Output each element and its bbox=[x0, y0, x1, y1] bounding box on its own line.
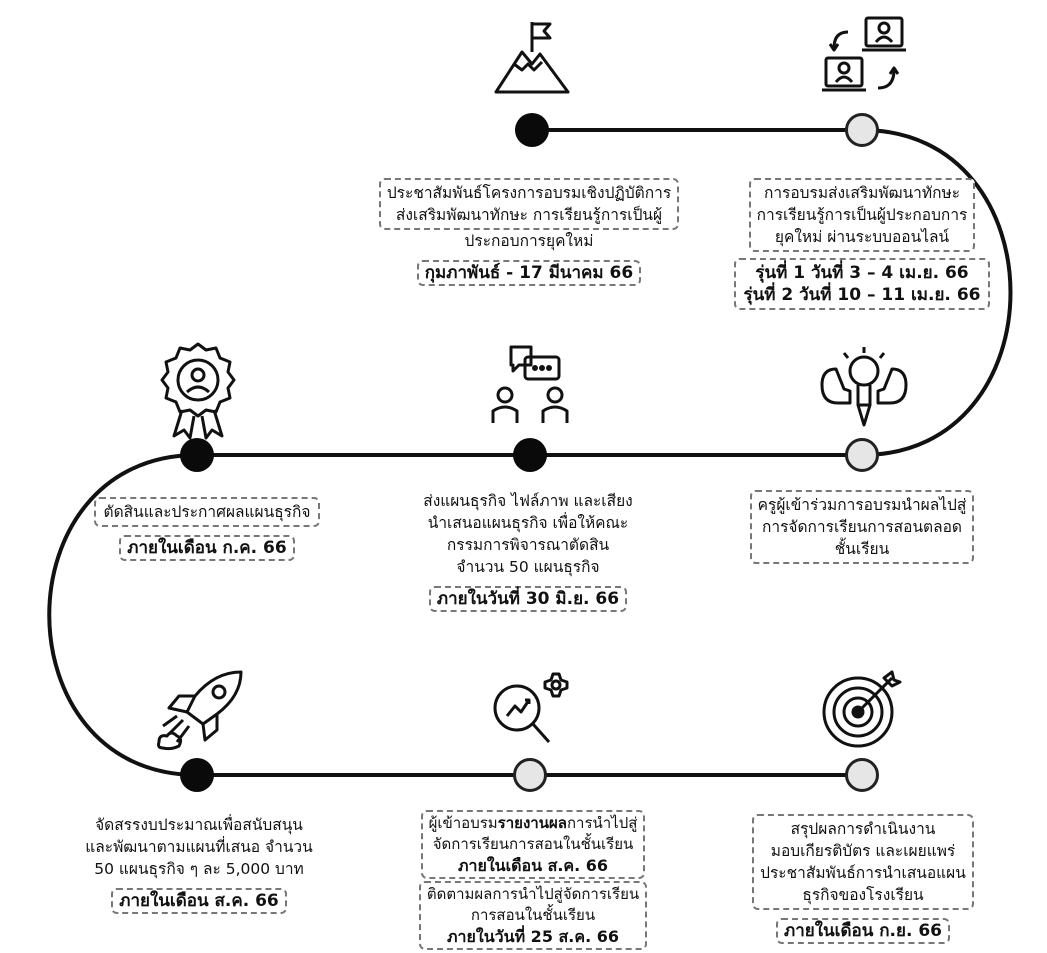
target-icon bbox=[822, 670, 902, 748]
rocket-icon bbox=[157, 670, 243, 751]
step-7-line-3: ติดตามผลการนำไปสู่จัดการเรียน bbox=[426, 885, 640, 903]
step-6-line-3: 50 แผนธุรกิจ ๆ ละ 5,000 บาท bbox=[94, 860, 304, 878]
step-1-date: กุมภาพันธ์ - 17 มีนาคม 66 bbox=[416, 260, 642, 286]
step-6-text: จัดสรรงบประมาณเพื่อสนับสนุน และพัฒนาตามแ… bbox=[44, 812, 354, 916]
step-2-dates: รุ่นที่ 1 วันที่ 3 – 4 เม.ย. 66 รุ่นที่ … bbox=[733, 258, 991, 310]
step-3-description: ครูผู้เข้าร่วมการอบรมนำผลไปสู่ การจัดการ… bbox=[749, 490, 975, 564]
step-5-line-1: ตัดสินและประกาศผลแผนธุรกิจ bbox=[93, 497, 321, 527]
step-2-description: การอบรมส่งเสริมพัฒนาทักษะ การเรียนรู้การ… bbox=[748, 178, 976, 252]
step-2-line-2: การเรียนรู้การเป็นผู้ประกอบการ bbox=[756, 206, 968, 224]
step-3-text: ครูผู้เข้าร่วมการอบรมนำผลไปสู่ การจัดการ… bbox=[712, 488, 1012, 566]
step-1-line-1: ประชาสัมพันธ์โครงการอบรมเชิงปฏิบัติการ bbox=[386, 184, 672, 202]
step-8-line-4: ธุรกิจของโรงเรียน bbox=[802, 886, 924, 904]
step-8-line-3: ประชาสัมพันธ์การนำเสนอแผน bbox=[760, 864, 966, 882]
timeline-node-7 bbox=[513, 758, 547, 792]
step-2-date-1: รุ่นที่ 1 วันที่ 3 – 4 เม.ย. 66 bbox=[755, 263, 969, 283]
analytics-search-icon bbox=[493, 672, 569, 743]
award-badge-icon bbox=[160, 342, 236, 440]
step-2-line-1: การอบรมส่งเสริมพัฒนาทักษะ bbox=[763, 184, 961, 202]
step-7-line-4: การสอนในชั้นเรียน bbox=[470, 906, 596, 924]
step-7-line-2: จัดการเรียนการสอนในชั้นเรียน bbox=[432, 835, 634, 853]
step-7-report: ผู้เข้าอบรมรายงานผลการนำไปสู่ จัดการเรีย… bbox=[420, 810, 646, 879]
timeline-node-8 bbox=[845, 758, 879, 792]
step-2-text: การอบรมส่งเสริมพัฒนาทักษะ การเรียนรู้การ… bbox=[712, 176, 1012, 312]
timeline-node-2 bbox=[845, 113, 879, 147]
step-2-date-2: รุ่นที่ 2 วันที่ 10 – 11 เม.ย. 66 bbox=[743, 285, 981, 305]
step-6-date: ภายในเดือน ส.ค. 66 bbox=[111, 888, 287, 914]
idea-strength-icon bbox=[820, 347, 908, 427]
step-8-line-1: สรุปผลการดำเนินงาน bbox=[790, 820, 936, 838]
step-5-date: ภายในเดือน ก.ค. 66 bbox=[119, 535, 295, 561]
timeline-node-4 bbox=[513, 438, 547, 472]
step-4-line-4: จำนวน 50 แผนธุรกิจ bbox=[456, 558, 600, 576]
step-3-line-1: ครูผู้เข้าร่วมการอบรมนำผลไปสู่ bbox=[757, 496, 967, 514]
step-1-line-3: ประกอบการยุคใหม่ bbox=[464, 232, 594, 250]
timeline-node-3 bbox=[845, 438, 879, 472]
step-7-text: ผู้เข้าอบรมรายงานผลการนำไปสู่ จัดการเรีย… bbox=[388, 808, 678, 952]
step-6-line-2: และพัฒนาตามแผนที่เสนอ จำนวน bbox=[85, 838, 313, 856]
step-4-date: ภายในวันที่ 30 มิ.ย. 66 bbox=[428, 586, 628, 612]
step-8-date: ภายในเดือน ก.ย. 66 bbox=[776, 918, 950, 944]
step-4-line-3: กรรมการพิจารณาตัดสิน bbox=[446, 536, 610, 554]
step-4-text: ส่งแผนธุรกิจ ไฟล์ภาพ และเสียง นำเสนอแผนธ… bbox=[378, 488, 678, 614]
step-1-line-2: ส่งเสริมพัฒนาทักษะ การเรียนรู้การเป็นผู้ bbox=[395, 206, 663, 224]
step-8-description: สรุปผลการดำเนินงาน มอบเกียรติบัตร และเผย… bbox=[752, 814, 974, 910]
discussion-icon bbox=[491, 345, 569, 423]
step-7-follow-up: ติดตามผลการนำไปสู่จัดการเรียน การสอนในชั… bbox=[418, 881, 648, 950]
step-3-line-3: ชั้นเรียน bbox=[834, 540, 890, 558]
timeline-node-5 bbox=[180, 438, 214, 472]
timeline-node-1 bbox=[515, 113, 549, 147]
step-1-text: ประชาสัมพันธ์โครงการอบรมเชิงปฏิบัติการ ส… bbox=[355, 176, 703, 288]
step-4-line-1: ส่งแผนธุรกิจ ไฟล์ภาพ และเสียง bbox=[423, 492, 633, 510]
step-4-line-2: นำเสนอแผนธุรกิจ เพื่อให้คณะ bbox=[427, 514, 629, 532]
timeline-node-6 bbox=[180, 758, 214, 792]
step-1-description: ประชาสัมพันธ์โครงการอบรมเชิงปฏิบัติการ ส… bbox=[378, 178, 680, 230]
step-7-line-1: ผู้เข้าอบรมรายงานผลการนำไปสู่ bbox=[428, 814, 638, 832]
online-training-icon bbox=[822, 16, 906, 92]
step-7-date-1: ภายในเดือน ส.ค. 66 bbox=[457, 856, 609, 875]
step-3-line-2: การจัดการเรียนการสอนตลอด bbox=[761, 518, 962, 536]
step-6-line-1: จัดสรรงบประมาณเพื่อสนับสนุน bbox=[95, 816, 303, 834]
step-7-date-2: ภายในวันที่ 25 ส.ค. 66 bbox=[446, 927, 619, 946]
step-2-line-3: ยุคใหม่ ผ่านระบบออนไลน์ bbox=[774, 228, 950, 246]
step-8-line-2: มอบเกียรติบัตร และเผยแพร่ bbox=[770, 842, 956, 860]
mountain-flag-icon bbox=[494, 22, 570, 94]
step-8-text: สรุปผลการดำเนินงาน มอบเกียรติบัตร และเผย… bbox=[715, 812, 1011, 946]
step-5-text: ตัดสินและประกาศผลแผนธุรกิจ ภายในเดือน ก.… bbox=[62, 495, 352, 563]
